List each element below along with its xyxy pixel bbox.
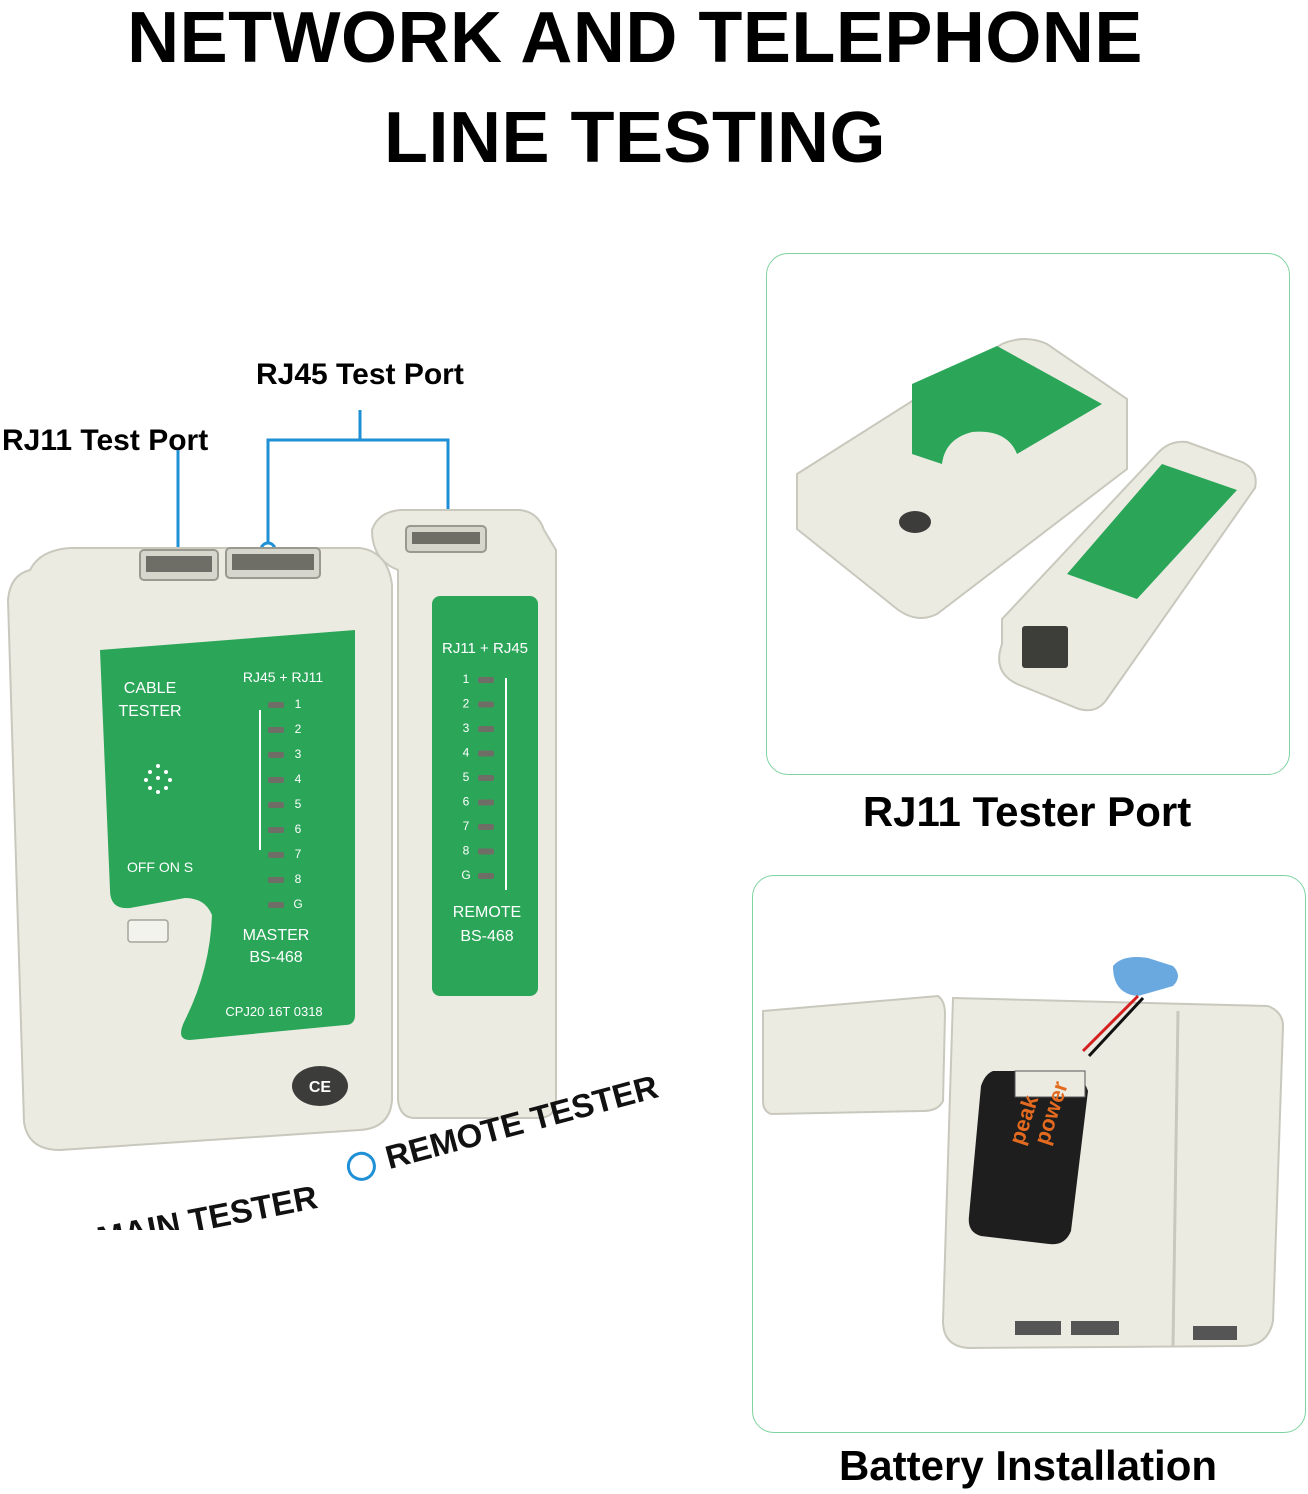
pin-label: 7	[463, 819, 470, 833]
tester-port-photo	[796, 338, 1257, 712]
led-indicator	[478, 750, 494, 757]
power-switch	[127, 919, 169, 943]
led-indicator	[268, 802, 284, 808]
main-tester-label-group: MAIN TESTER	[94, 1178, 321, 1230]
pin-label: 6	[295, 822, 302, 836]
tester-port-caption: RJ11 Tester Port	[862, 788, 1192, 835]
battery-caption: Battery Installation	[838, 1442, 1218, 1489]
pin-label: 7	[295, 847, 302, 861]
pin-label: 4	[295, 772, 302, 786]
led-indicator	[478, 677, 494, 683]
remote-model-line1: REMOTE	[453, 904, 521, 921]
battery-photo: peak power	[762, 957, 1285, 1350]
main-tester-label: MAIN TESTER	[94, 1178, 321, 1230]
main-model-line1: MASTER	[243, 927, 310, 944]
main-tester: CABLE TESTER RJ45 + RJ11 1 2 3 4 5 6 7 8G OFF O…	[6, 547, 393, 1152]
pin-label: 3	[295, 747, 302, 761]
ce-mark: CE	[309, 1079, 332, 1096]
led-indicator	[268, 827, 284, 833]
pin-label: 5	[295, 797, 302, 811]
led-indicator	[478, 848, 494, 855]
page-title: NETWORK AND TELEPHONE LINE TESTING	[0, 0, 1270, 188]
remote-model-line2: BS-468	[460, 928, 513, 945]
led-indicator	[268, 702, 284, 708]
led-indicator	[268, 752, 284, 758]
led-indicator	[268, 877, 284, 883]
pin-label: 2	[463, 697, 470, 711]
led-indicator	[478, 726, 494, 732]
switch-label: OFF ON S	[127, 859, 193, 875]
pin-label: 8	[463, 844, 470, 858]
remote-panel-ports: RJ11 + RJ45	[442, 640, 528, 657]
main-panel-cable: CABLE	[124, 680, 176, 697]
pin-label: 6	[463, 795, 470, 809]
pin-label: G	[293, 897, 302, 911]
led-indicator	[268, 902, 284, 908]
led-indicator	[478, 873, 494, 879]
led-indicator	[268, 777, 284, 783]
main-panel-ports: RJ45 + RJ11	[243, 669, 323, 685]
pin-label: 5	[463, 770, 470, 784]
main-model-line2: BS-468	[249, 949, 302, 966]
led-indicator	[478, 775, 494, 781]
main-serial: CPJ20 16T 0318	[225, 1004, 322, 1019]
title-line-1: NETWORK AND TELEPHONE	[127, 0, 1143, 78]
pin-label: 8	[295, 872, 302, 886]
led-glyph	[144, 764, 172, 794]
pin-label: 2	[295, 722, 302, 736]
led-indicator	[268, 852, 284, 858]
led-indicator	[478, 799, 494, 806]
pin-label: 1	[295, 697, 302, 711]
led-indicator	[478, 701, 494, 708]
pin-label: 1	[463, 672, 470, 686]
remote-pin-list: 1 2 3 4 5 6 7 8G	[461, 672, 494, 882]
callout-lines	[176, 410, 450, 550]
rj45-port-callout: RJ45 Test Port	[256, 358, 464, 391]
remote-tester: RJ11 + RJ45 1 2 3 4 5 6 7 8G REMOTE BS-468	[370, 509, 557, 1119]
pin-label: 3	[463, 721, 470, 735]
led-indicator	[268, 727, 284, 733]
battery-panel: peak power	[752, 875, 1306, 1433]
ce-badge	[292, 1066, 348, 1106]
pin-label: G	[461, 868, 470, 882]
rj11-port-callout: RJ11 Test Port	[2, 424, 209, 457]
pin-label: 4	[463, 746, 470, 760]
main-pin-list: 1 2 3 4 5 6 7 8G	[268, 697, 303, 911]
title-line-2: LINE TESTING	[383, 98, 887, 178]
tester-port-panel	[766, 253, 1290, 775]
main-panel-tester: TESTER	[118, 703, 181, 720]
led-indicator	[478, 824, 494, 830]
